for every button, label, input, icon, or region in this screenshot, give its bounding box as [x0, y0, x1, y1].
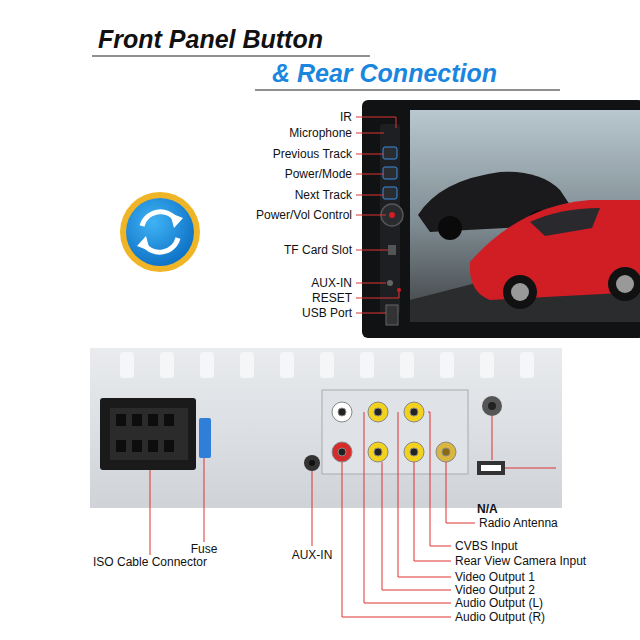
port-label: Video Output 1 — [455, 570, 535, 584]
button-label: TF Card Slot — [284, 243, 352, 257]
port-label: N/A — [477, 502, 498, 516]
button-label: IR — [340, 110, 352, 124]
port-label: Audio Output (R) — [455, 610, 545, 624]
subtitle: & Rear Connection — [272, 58, 497, 88]
button-label: Power/Mode — [285, 167, 352, 181]
port-label: Rear View Camera Input — [455, 554, 586, 568]
part-label: Fuse — [191, 542, 218, 556]
button-label: USB Port — [302, 306, 352, 320]
button-label: Power/Vol Control — [256, 208, 352, 222]
button-label: Previous Track — [273, 147, 352, 161]
button-label: AUX-IN — [311, 276, 352, 290]
button-label: Next Track — [295, 188, 352, 202]
button-label: RESET — [312, 291, 352, 305]
port-label: CVBS Input — [455, 539, 518, 553]
button-label: Microphone — [289, 126, 352, 140]
part-label: ISO Cable Connector — [93, 555, 207, 569]
port-label: AUX-IN — [292, 548, 333, 562]
port-label: Radio Antenna — [479, 516, 558, 530]
title: Front Panel Button — [98, 24, 323, 54]
port-label: Video Output 2 — [455, 583, 535, 597]
port-label: Audio Output (L) — [455, 596, 543, 610]
